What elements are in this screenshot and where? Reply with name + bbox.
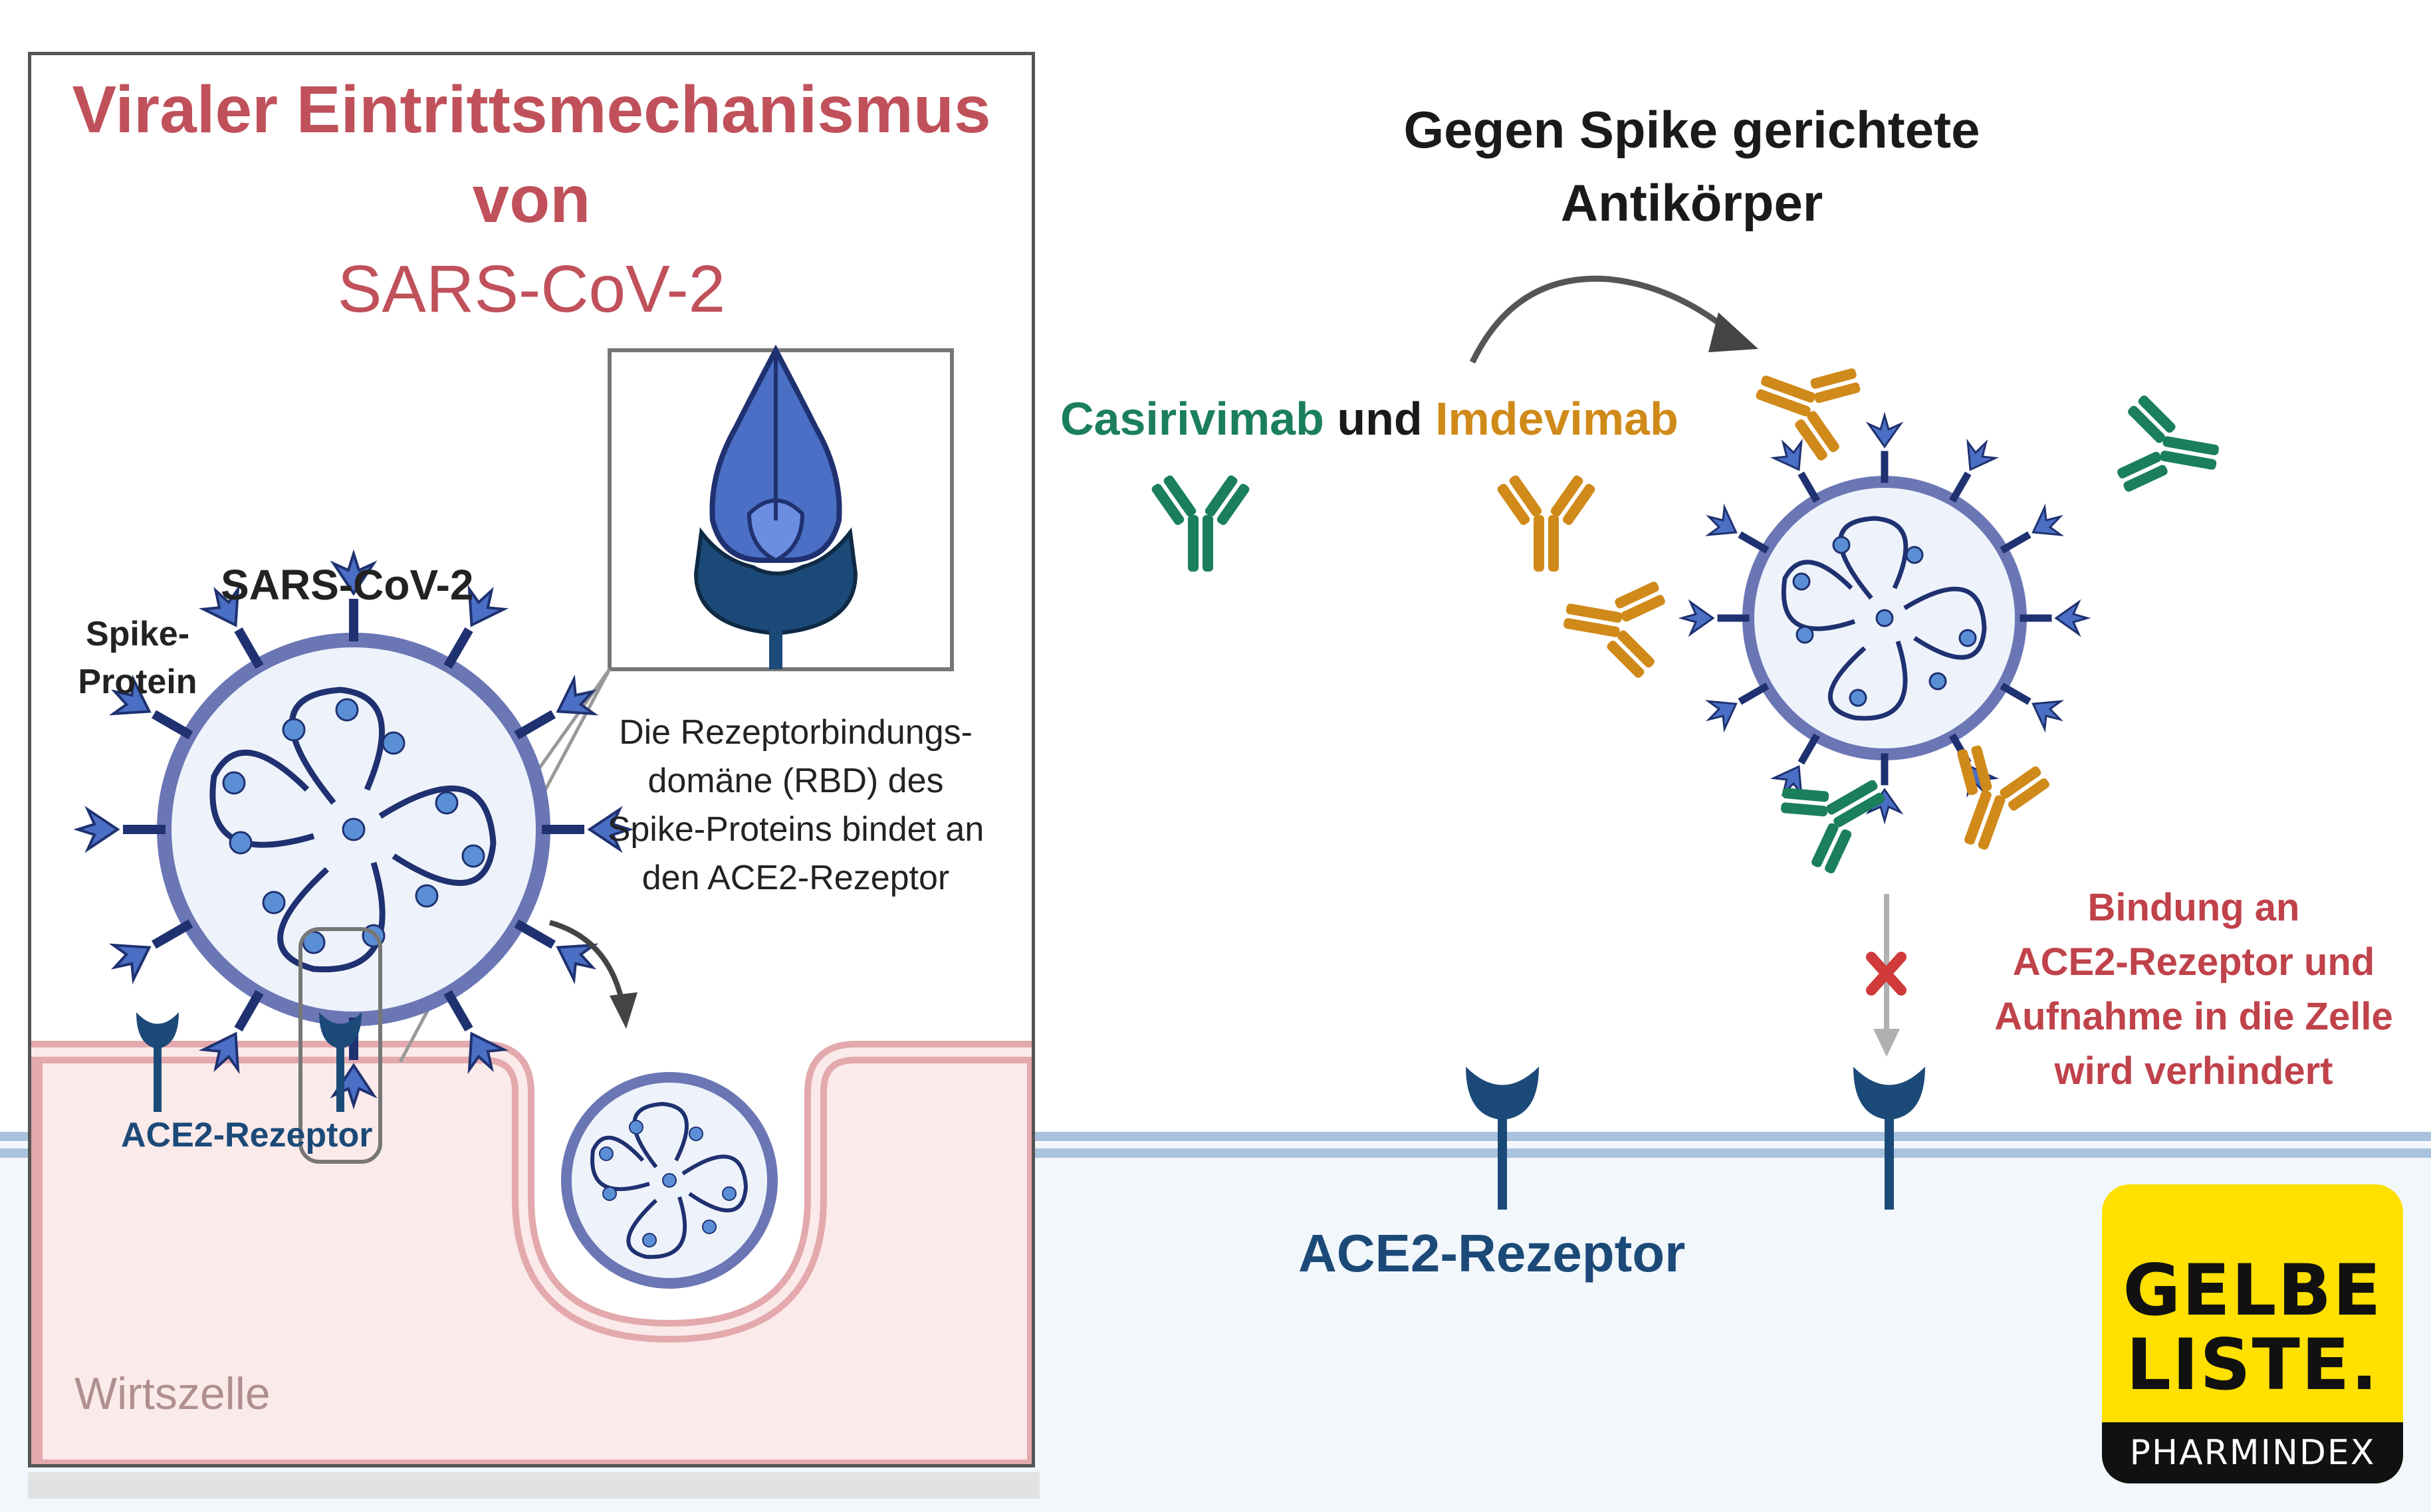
rbd-caption-line1: Die Rezeptorbindungs- bbox=[619, 713, 973, 752]
right-title: Gegen Spike gerichtete Antikörper bbox=[1323, 93, 2061, 239]
left-title-line3: SARS-CoV-2 bbox=[337, 252, 726, 326]
block-text-line4: wird verhindert bbox=[2054, 1049, 2333, 1093]
spike-protein-zoomed bbox=[693, 344, 858, 669]
virus-label: SARS-CoV-2 bbox=[221, 561, 474, 609]
ace2-label-right: ACE2-Rezeptor bbox=[1298, 1224, 1686, 1283]
antibody-orange-3 bbox=[1742, 339, 1869, 467]
rbd-caption-line3: Spike-Proteins bindet an bbox=[607, 810, 984, 849]
logo-line2: LISTE. bbox=[2126, 1324, 2379, 1406]
ace2-receptor-right-1 bbox=[1466, 1067, 1539, 1210]
block-text: Bindung an ACE2-Rezeptor und Aufnahme in… bbox=[1968, 881, 2420, 1099]
antibody-green-1 bbox=[1150, 474, 1251, 572]
left-panel-shadow bbox=[28, 1472, 1040, 1499]
drug-casirivimab: Casirivimab bbox=[1060, 393, 1324, 445]
left-panel-art bbox=[31, 344, 1032, 1464]
left-panel: Viraler Eintrittsmechanismus von SARS-Co… bbox=[28, 52, 1035, 1467]
curved-arrow-left bbox=[548, 920, 626, 1006]
drug-imdevimab: Imdevimab bbox=[1435, 393, 1679, 445]
spike-label-line1: Spike- bbox=[85, 615, 190, 653]
ace2-receptor-right-2 bbox=[1853, 1067, 1925, 1210]
spike-label-line2: Protein bbox=[78, 663, 197, 701]
ace2-receptor-left-1 bbox=[136, 1012, 179, 1112]
antibody-orange-4 bbox=[1928, 737, 2056, 864]
sars-cov-2-virion-right bbox=[1678, 411, 2091, 825]
left-title-line2: von bbox=[472, 162, 591, 237]
antibody-orange-1 bbox=[1496, 474, 1597, 572]
logo-line1: GELBE bbox=[2123, 1249, 2382, 1331]
ace2-label-left: ACE2-Rezeptor bbox=[121, 1116, 373, 1154]
gelbe-liste-logo: GELBE LISTE. PHARMINDEX bbox=[2102, 1184, 2403, 1483]
rbd-caption-line4: den ACE2-Rezeptor bbox=[641, 859, 950, 897]
logo-footer: PHARMINDEX bbox=[2102, 1422, 2403, 1483]
block-cross-icon bbox=[1866, 952, 1907, 996]
block-text-line3: Aufnahme in die Zelle bbox=[1994, 995, 2393, 1038]
right-panel-art bbox=[1150, 275, 2226, 1210]
block-text-line2: ACE2-Rezeptor und bbox=[2012, 940, 2375, 984]
rbd-caption: Die Rezeptorbindungs- domäne (RBD) des S… bbox=[583, 708, 1008, 903]
antibody-orange-2 bbox=[1556, 566, 1671, 683]
drug-names: Casirivimab und Imdevimab bbox=[1060, 392, 1679, 445]
binding-highlight-box bbox=[298, 927, 382, 1164]
curved-arrow-right bbox=[1469, 275, 1737, 364]
drug-connector: und bbox=[1337, 393, 1423, 445]
antibody-green-2 bbox=[2112, 391, 2226, 508]
ace2-receptor-left-2 bbox=[319, 1012, 362, 1112]
left-title-line1: Viraler Eintrittsmechanismus bbox=[72, 72, 991, 147]
right-title-line2: Antikörper bbox=[1560, 173, 1823, 232]
block-text-line1: Bindung an bbox=[2087, 886, 2300, 929]
engulfed-virion bbox=[561, 1072, 778, 1289]
right-title-line1: Gegen Spike gerichtete bbox=[1403, 100, 1980, 159]
host-cell-label: Wirtszelle bbox=[74, 1368, 271, 1419]
spike-label: Spike- Protein bbox=[61, 610, 214, 706]
rbd-caption-line2: domäne (RBD) des bbox=[647, 762, 944, 800]
